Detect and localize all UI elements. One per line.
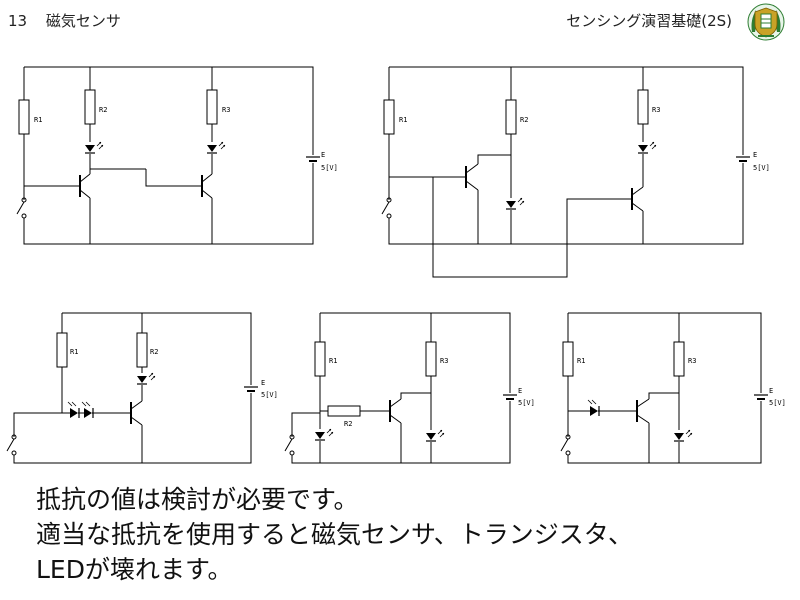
components bbox=[18, 89, 769, 442]
label-battery: E bbox=[261, 379, 265, 387]
slide-header: 13 磁気センサ bbox=[8, 10, 121, 31]
label-r3: R3 bbox=[440, 357, 448, 365]
resistor-r3 bbox=[425, 341, 437, 377]
label-r2: R2 bbox=[344, 420, 352, 428]
body-line: 抵抗の値は検討が必要です。 bbox=[36, 485, 359, 514]
resistor-r2 bbox=[84, 89, 96, 125]
resistor-r1 bbox=[56, 332, 68, 368]
battery-icon bbox=[243, 386, 259, 392]
resistor-r2 bbox=[505, 99, 517, 135]
battery-icon bbox=[502, 394, 518, 400]
led-icon bbox=[673, 429, 693, 442]
led-icon bbox=[136, 372, 156, 385]
label-r1: R1 bbox=[329, 357, 337, 365]
label-r2: R2 bbox=[520, 116, 528, 124]
component-labels: R1 R2 R3 E 5[V] R1 R2 R3 E 5[V] R1 R2 E … bbox=[34, 106, 786, 428]
school-emblem-logo bbox=[747, 3, 785, 41]
resistor-r1 bbox=[383, 99, 395, 135]
label-r3: R3 bbox=[222, 106, 230, 114]
led-icon bbox=[425, 429, 445, 442]
label-voltage: 5[V] bbox=[321, 164, 338, 172]
resistor-r2 bbox=[327, 405, 361, 417]
resistor-r3 bbox=[637, 89, 649, 125]
led-icon bbox=[505, 197, 525, 210]
slide-body-text: 抵抗の値は検討が必要です。 適当な抵抗を使用すると磁気センサ、トランジスタ、 L… bbox=[36, 482, 633, 587]
course-title: センシング演習基礎(2S) bbox=[566, 12, 732, 30]
led-icon bbox=[67, 401, 80, 419]
label-battery: E bbox=[321, 151, 325, 159]
label-r3: R3 bbox=[688, 357, 696, 365]
circuit-3 bbox=[6, 312, 252, 464]
slide-title: 磁気センサ bbox=[45, 12, 121, 30]
label-battery: E bbox=[753, 151, 757, 159]
label-r1: R1 bbox=[399, 116, 407, 124]
resistor-r2 bbox=[136, 332, 148, 368]
circuit-1 bbox=[16, 66, 314, 245]
label-r2: R2 bbox=[150, 348, 158, 356]
circuit-5 bbox=[560, 312, 762, 464]
label-r3: R3 bbox=[652, 106, 660, 114]
label-voltage: 5[V] bbox=[261, 391, 278, 399]
body-line: LEDが壊れます。 bbox=[36, 555, 233, 584]
resistor-r1 bbox=[18, 99, 30, 135]
battery-icon bbox=[305, 156, 321, 162]
resistor-r3 bbox=[673, 341, 685, 377]
label-voltage: 5[V] bbox=[769, 399, 786, 407]
resistor-r3 bbox=[206, 89, 218, 125]
led-icon bbox=[206, 141, 226, 154]
resistor-r1 bbox=[562, 341, 574, 377]
slide-number: 13 bbox=[8, 12, 28, 30]
label-r1: R1 bbox=[34, 116, 42, 124]
body-line: 適当な抵抗を使用すると磁気センサ、トランジスタ、 bbox=[36, 520, 634, 549]
label-battery: E bbox=[769, 387, 773, 395]
led-icon bbox=[314, 428, 334, 441]
label-voltage: 5[V] bbox=[518, 399, 535, 407]
battery-icon bbox=[735, 156, 751, 162]
resistor-r1 bbox=[314, 341, 326, 377]
label-battery: E bbox=[518, 387, 522, 395]
led-icon bbox=[587, 399, 600, 417]
label-r1: R1 bbox=[577, 357, 585, 365]
label-voltage: 5[V] bbox=[753, 164, 770, 172]
circuit-2 bbox=[381, 66, 744, 278]
led-icon bbox=[637, 141, 657, 154]
battery-icon bbox=[753, 394, 769, 400]
led-icon bbox=[81, 401, 94, 419]
label-r2: R2 bbox=[99, 106, 107, 114]
circuit-4 bbox=[284, 312, 511, 464]
led-icon bbox=[84, 141, 104, 154]
label-r1: R1 bbox=[70, 348, 78, 356]
